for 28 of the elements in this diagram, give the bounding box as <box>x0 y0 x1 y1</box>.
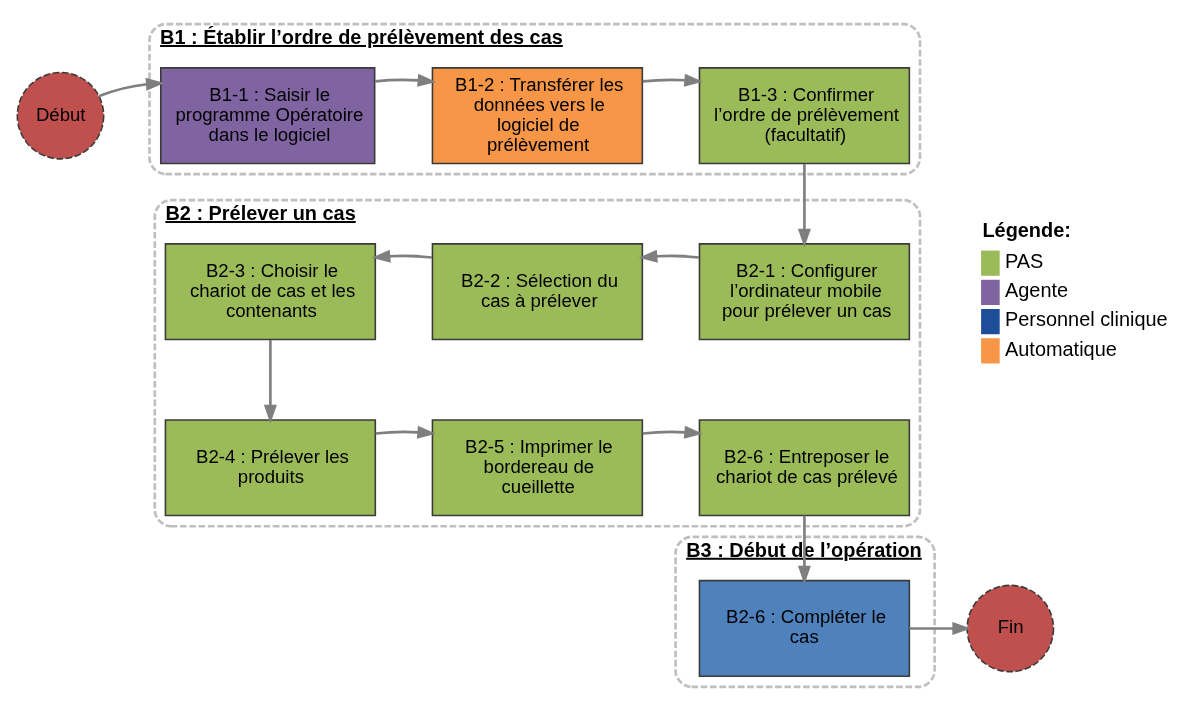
node-box: B1-1 : Saisir le programme Opératoire dans le logiciel <box>160 67 376 165</box>
arrow <box>263 340 277 424</box>
arrow <box>638 249 700 263</box>
arrow <box>375 73 437 87</box>
arrow <box>909 621 971 635</box>
legend-label: PAS <box>1005 249 1044 272</box>
arrow <box>98 77 165 98</box>
node-box: B2-1 : Configurer l’ordinateur mobile pour prélever un cas <box>698 243 911 341</box>
node-box: B2-4 : Prélever les produits <box>164 419 377 517</box>
node-circle: Fin <box>966 584 1055 673</box>
node-box: B1-2 : Transférer les données vers le logiciel de prélèvement <box>431 67 644 165</box>
label: Légende: <box>982 219 1071 242</box>
legend-label: Personnel clinique <box>1005 308 1168 331</box>
arrow <box>371 249 433 263</box>
legend-label: Automatique <box>1005 337 1117 360</box>
arrow <box>797 163 811 248</box>
node-box: B1-3 : Confirmer l’ordre de prélèvement (facultatif) <box>698 67 911 165</box>
node-circle: Début <box>16 71 105 160</box>
node-box: B2-5 : Imprimer le bordereau de cueillette <box>431 419 644 517</box>
arrow <box>642 425 703 439</box>
arrow <box>642 73 703 87</box>
node-box: B2-3 : Choisir le chariot de cas et les contenants <box>164 243 377 341</box>
arrow <box>797 515 811 585</box>
arrow <box>375 425 436 439</box>
node-box: B2-2 : Sélection du cas à prélever <box>431 243 644 341</box>
legend-label: Agente <box>1005 279 1069 302</box>
node-box: B2-6 : Compléter le cas <box>698 579 911 678</box>
node-box: B2-6 : Entreposer le chariot de cas prélevé <box>698 419 911 517</box>
